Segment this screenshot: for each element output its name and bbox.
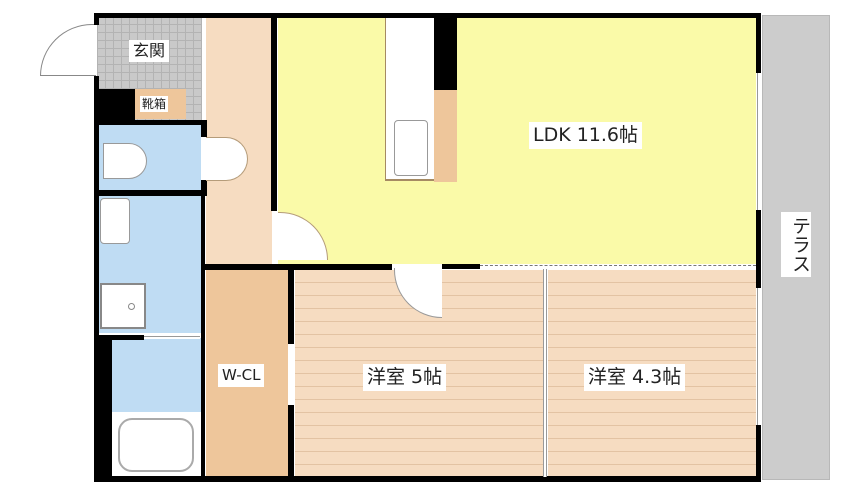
kitchen-sink-icon [394, 120, 428, 176]
wall-ldk-bottom-mid [442, 264, 480, 269]
wall-left-lower [94, 338, 112, 482]
kitchen-cabinet [434, 90, 457, 182]
wall-right-bottom [756, 425, 761, 482]
wall-left-mid [94, 76, 99, 338]
kitchen-counter [385, 18, 435, 181]
shoe-box-label: 靴箱 [140, 96, 169, 112]
washing-machine-drain [128, 303, 135, 310]
terrace-label: テラス [781, 212, 811, 277]
wall-wash-right [201, 196, 205, 476]
terrace-window-1[interactable] [757, 73, 760, 210]
wall-bottom [94, 476, 761, 482]
ldk-room [278, 17, 756, 264]
wall-right-mid [756, 210, 761, 288]
ldk-bottom-sliding[interactable] [480, 265, 756, 268]
entrance-black-block [97, 89, 135, 121]
wall-left-upper [94, 13, 99, 25]
kitchen-wall-block [434, 17, 457, 90]
entry-door[interactable] [40, 24, 96, 76]
walk-in-closet-label: W-CL [218, 364, 265, 387]
wall-wcl-right-top [288, 268, 294, 344]
wall-toilet-right-top [201, 120, 207, 137]
wall-toilet-top [97, 120, 207, 125]
washing-machine-icon [100, 283, 146, 329]
wall-wcl-right-bottom [288, 405, 294, 477]
wall-bath-top [94, 335, 144, 340]
bathtub-inner [118, 418, 194, 472]
terrace-window-2[interactable] [757, 288, 760, 425]
washbasin-icon [100, 198, 130, 244]
wall-toilet-right-bottom [201, 180, 207, 196]
entrance-label: 玄関 [129, 40, 170, 62]
toilet-door[interactable] [206, 137, 248, 181]
western-room-1-label: 洋室 5帖 [363, 364, 447, 391]
toilet-icon [103, 143, 147, 179]
closet-door[interactable] [290, 344, 294, 405]
wall-ldk-bottom-left [202, 264, 392, 270]
western-room-2-label: 洋室 4.3帖 [584, 364, 686, 391]
western-room-2 [548, 270, 756, 476]
wall-toilet-bottom [97, 190, 207, 196]
wall-ldk-left [271, 13, 277, 211]
room-divider [543, 269, 547, 477]
bath-door[interactable] [144, 336, 200, 339]
wall-top [94, 13, 761, 18]
wall-right-top [756, 13, 761, 73]
ldk-label: LDK 11.6帖 [529, 122, 643, 149]
